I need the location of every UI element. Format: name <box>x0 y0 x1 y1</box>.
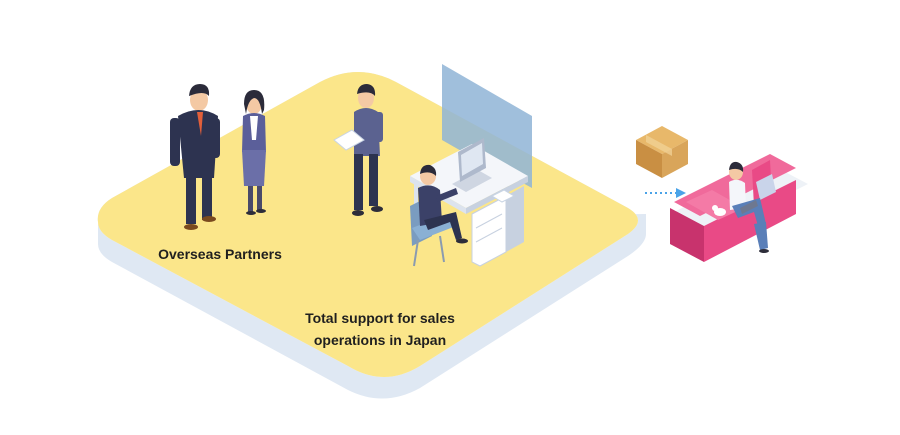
overseas-partners-label: Overseas Partners <box>158 246 282 262</box>
dotted-right-arrow-icon <box>645 188 686 198</box>
total-support-line-1: Total support for sales <box>305 310 455 326</box>
seated-worker <box>410 164 468 267</box>
total-support-label: Total support for sales operations in Ja… <box>278 307 482 351</box>
cardboard-box-icon <box>636 126 688 178</box>
customer-on-sofa <box>670 154 808 262</box>
presenting-man-figure <box>333 84 383 216</box>
speech-bubble <box>442 64 532 190</box>
businessman-figure <box>170 84 220 230</box>
businesswoman-figure <box>242 90 266 215</box>
total-support-line-2: operations in Japan <box>313 332 447 348</box>
